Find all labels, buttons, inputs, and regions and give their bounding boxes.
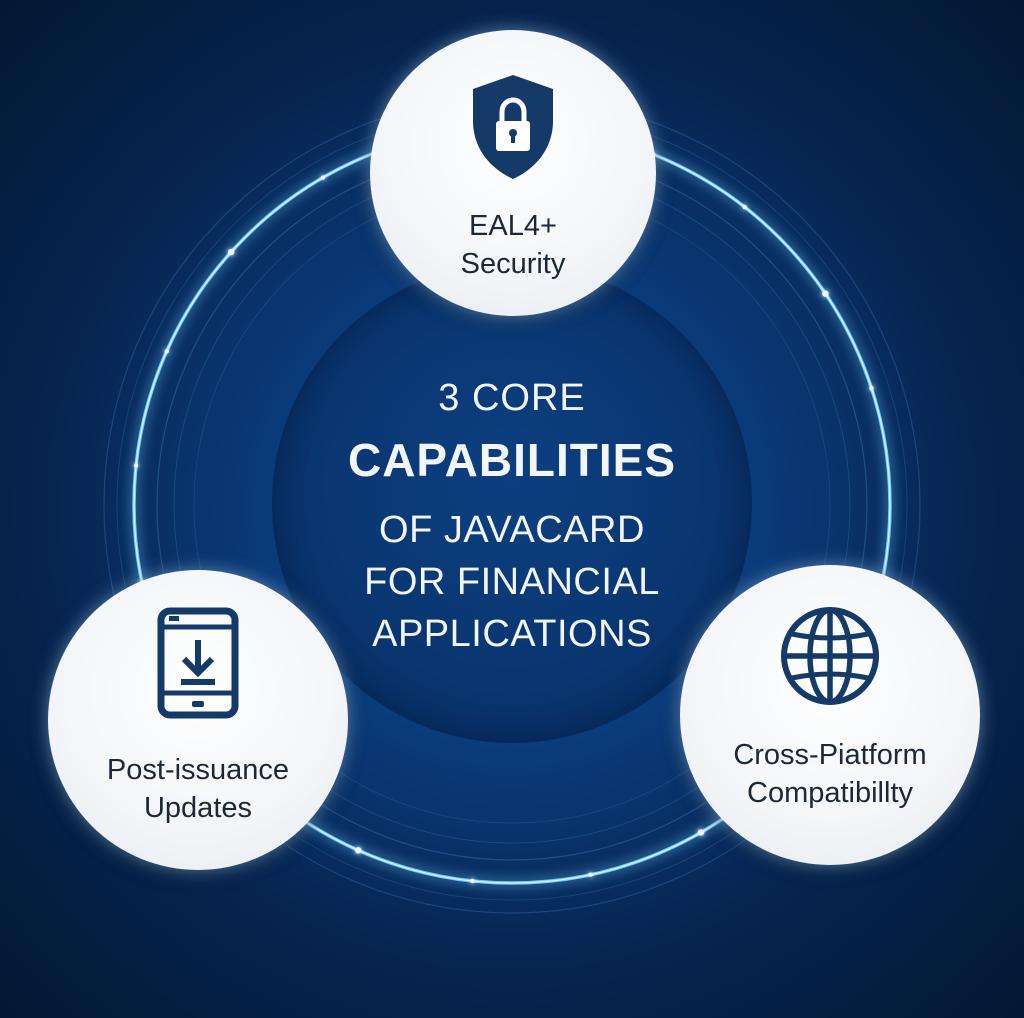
center-disc	[272, 263, 752, 743]
updates-label-line-2: Updates	[143, 792, 252, 824]
ring-sparkle	[320, 175, 326, 180]
center-title-line-1: 3 CORE	[438, 377, 586, 419]
ring-sparkle	[697, 829, 705, 836]
ring-sparkle	[355, 847, 362, 854]
ring-sparkle	[742, 204, 747, 210]
ring-sparkle	[227, 248, 235, 256]
center-title-line-2: CAPABILITIES	[347, 434, 677, 486]
center-title-line-4: FOR FINANCIAL	[364, 561, 660, 603]
phone-download-icon	[157, 607, 239, 719]
updates-node: Post-issuance Updates	[48, 570, 348, 870]
globe-icon	[778, 604, 882, 708]
ring-sparkle	[822, 290, 829, 297]
security-node: EAL4+ Security	[370, 30, 656, 316]
center-title-line-3: OF JAVACARD	[379, 509, 645, 551]
cross-platform-node: Cross-Piatform Compatibillty	[680, 565, 980, 865]
center-title: 3 CORE CAPABILITIES OF JAVACARD FOR FINA…	[272, 263, 752, 743]
security-label-line-1: EAL4+	[469, 210, 557, 242]
security-label-line-2: Security	[460, 248, 566, 280]
updates-label-line-1: Post-issuance	[106, 754, 290, 786]
shield-lock-icon	[465, 71, 561, 183]
ring-sparkle	[164, 349, 169, 354]
ring-sparkle	[470, 878, 475, 884]
cross-platform-label-line-1: Cross-Piatform	[733, 739, 927, 771]
center-title-line-5: APPLICATIONS	[372, 613, 652, 655]
ring-sparkle	[133, 463, 139, 468]
ring-sparkle	[588, 872, 593, 877]
ring-sparkle	[869, 386, 874, 391]
cross-platform-label-line-2: Compatibillty	[747, 777, 913, 809]
